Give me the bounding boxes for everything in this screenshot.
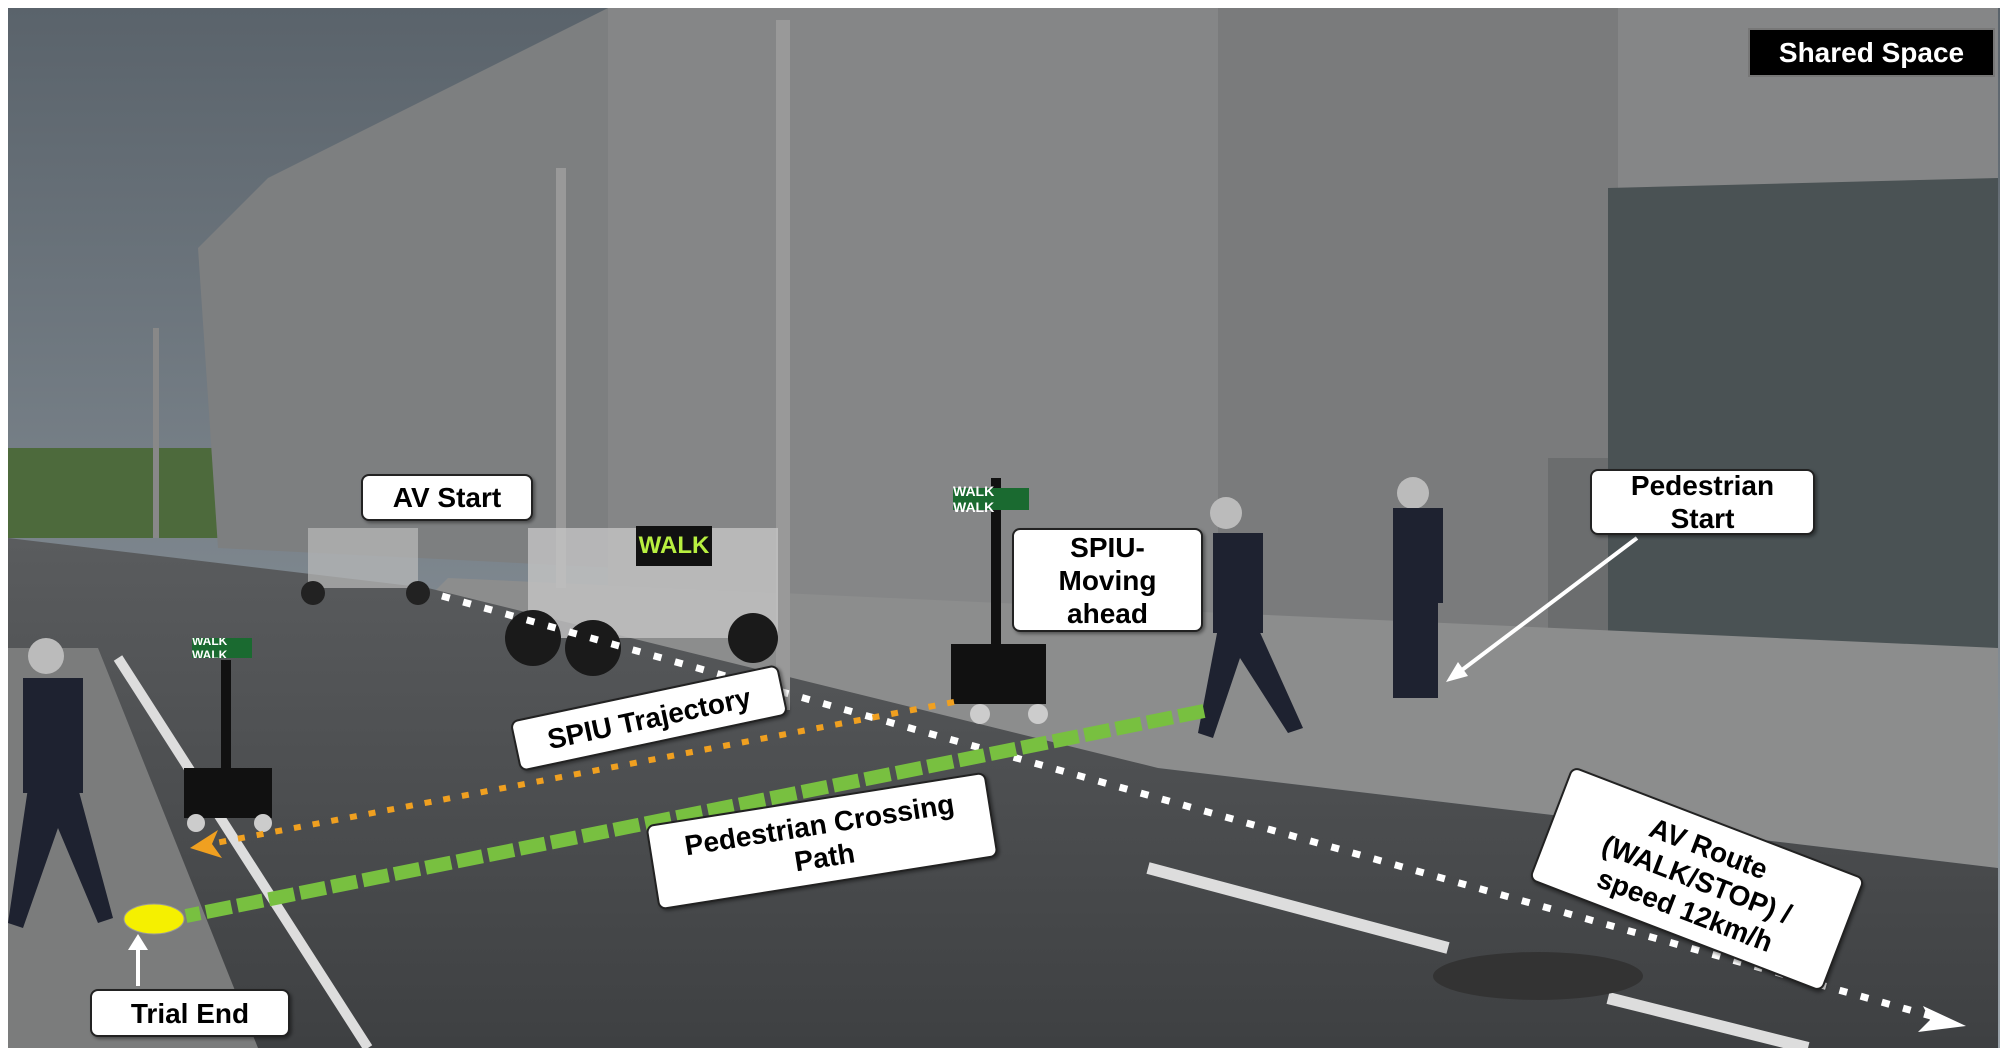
spiu-walk-display-end: WALK WALK xyxy=(192,638,252,658)
av-vehicle-start xyxy=(301,528,430,605)
road xyxy=(8,538,1998,1048)
glass-facade xyxy=(1608,178,1998,668)
trial-end-label: Trial End xyxy=(90,989,290,1037)
av-route-path xyxy=(441,592,1939,1022)
pedestrian-standing xyxy=(1393,477,1443,698)
shared-space-badge: Shared Space xyxy=(1748,28,1995,77)
pedestrian-start-label: Pedestrian Start xyxy=(1590,469,1815,535)
spiu-moving-label: SPIU- Moving ahead xyxy=(1012,528,1203,632)
pedestrian-walking xyxy=(1198,497,1303,738)
spiu-robot-moving xyxy=(951,478,1048,724)
pedestrian-left xyxy=(8,638,113,928)
field xyxy=(8,448,228,538)
av-route-arrowhead xyxy=(1918,1006,1966,1032)
pedestrian-crossing-path xyxy=(184,704,1206,923)
spiu-trajectory-arrowhead xyxy=(190,830,222,858)
pedestrian-start-arrow xyxy=(1456,536,1639,675)
spiu-walk-display: WALK WALK xyxy=(953,483,1029,515)
utility-pole xyxy=(776,20,790,710)
av-start-label: AV Start xyxy=(361,474,533,521)
spiu-robot-end xyxy=(184,660,272,832)
manhole xyxy=(1433,952,1643,1000)
spiu-trajectory-path xyxy=(204,699,955,848)
av-walk-display: WALK xyxy=(636,526,712,566)
far-building xyxy=(198,8,618,568)
trial-end-marker xyxy=(123,903,185,935)
av-vehicle xyxy=(505,528,778,676)
